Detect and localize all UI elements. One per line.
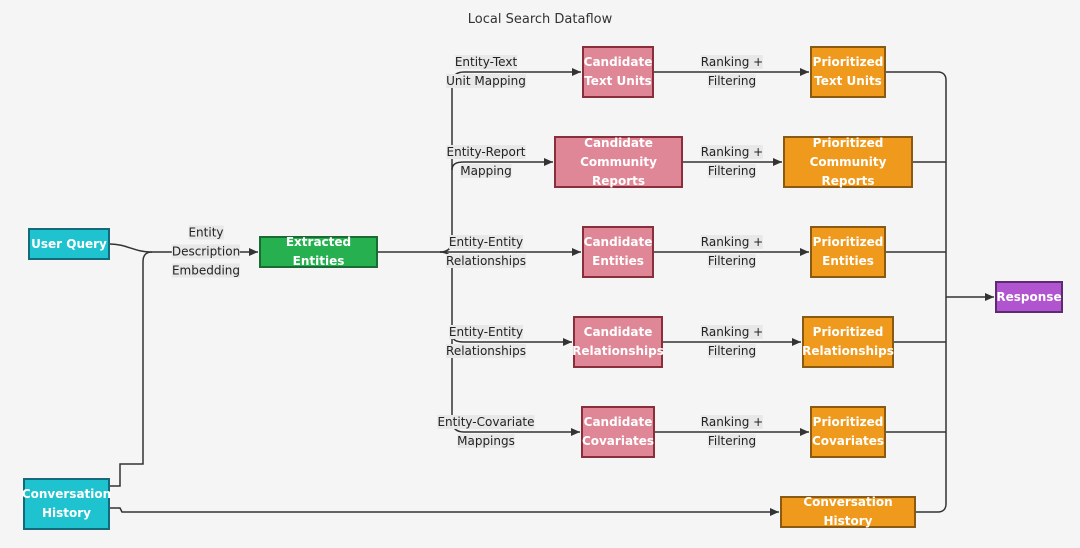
label-entity-entity-relationships-2: Entity-Entity Relationships xyxy=(446,325,526,358)
node-prioritized-relationships[interactable]: Prioritized Relationships xyxy=(802,316,894,368)
node-candidate-text-units[interactable]: Candidate Text Units xyxy=(582,46,654,98)
label-entity-entity-relationships-1: Entity-Entity Relationships xyxy=(446,235,526,268)
node-response[interactable]: Response xyxy=(995,281,1063,313)
node-conversation-history-output[interactable]: Conversation History xyxy=(780,495,916,528)
node-candidate-covariates[interactable]: Candidate Covariates xyxy=(581,406,655,458)
label-ranking-filtering-2: Ranking + Filtering xyxy=(700,145,764,178)
node-user-query[interactable]: User Query xyxy=(28,228,110,260)
label-ranking-filtering-3: Ranking + Filtering xyxy=(700,235,764,268)
label-entity-description-embedding: Entity Description Embedding xyxy=(171,225,241,278)
node-prioritized-entities[interactable]: Prioritized Entities xyxy=(810,226,886,278)
edge-prioritized-to-response xyxy=(886,71,947,513)
label-entity-text-unit-mapping: Entity-Text Unit Mapping xyxy=(446,55,526,88)
node-candidate-entities[interactable]: Candidate Entities xyxy=(582,226,654,278)
node-prioritized-text-units[interactable]: Prioritized Text Units xyxy=(810,46,886,98)
edge-history-to-entities xyxy=(110,251,153,487)
node-candidate-relationships[interactable]: Candidate Relationships xyxy=(572,316,664,368)
node-prioritized-covariates[interactable]: Prioritized Covariates xyxy=(810,406,886,458)
node-extracted-entities[interactable]: Extracted Entities xyxy=(259,235,378,268)
label-ranking-filtering-4: Ranking + Filtering xyxy=(700,325,764,358)
label-entity-covariate-mappings: Entity-Covariate Mappings xyxy=(437,415,535,448)
edge-history-to-history xyxy=(110,507,779,516)
label-ranking-filtering-1: Ranking + Filtering xyxy=(700,55,764,88)
node-conversation-history-input[interactable]: Conversation History xyxy=(22,478,111,530)
label-ranking-filtering-5: Ranking + Filtering xyxy=(700,415,764,448)
node-candidate-community-reports[interactable]: Candidate Community Reports xyxy=(554,136,683,188)
edge-entities-to-reports xyxy=(451,158,553,171)
node-prioritized-community-reports[interactable]: Prioritized Community Reports xyxy=(783,136,913,188)
label-entity-report-mapping: Entity-Report Mapping xyxy=(446,145,526,178)
diagram-title: Local Search Dataflow xyxy=(467,12,613,27)
